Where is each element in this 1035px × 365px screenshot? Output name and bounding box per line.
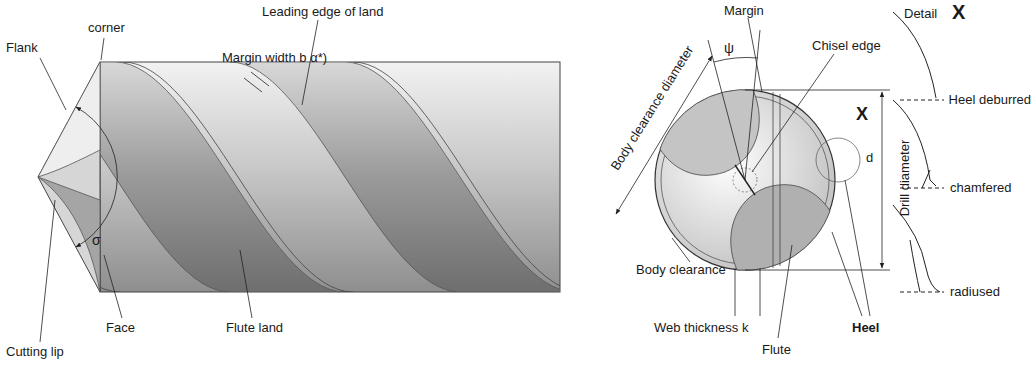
dimension-lines xyxy=(748,18,762,92)
heel-details xyxy=(893,12,936,98)
leader-lines xyxy=(40,58,66,110)
dimension-lines xyxy=(616,18,890,338)
heel-details xyxy=(893,12,944,292)
dimension-lines xyxy=(745,90,890,91)
dimension-lines xyxy=(745,270,890,271)
heel-details xyxy=(900,292,944,293)
drill-side-view xyxy=(38,62,100,292)
heel-details xyxy=(922,170,930,188)
leader-lines xyxy=(240,250,252,318)
part-label: Heel deburred xyxy=(949,92,1031,107)
helical-flutes xyxy=(100,62,560,292)
part-label: Detail xyxy=(904,6,937,21)
part-label: radiused xyxy=(950,284,1000,299)
part-label: X xyxy=(952,1,965,24)
part-label: Margin xyxy=(724,3,764,18)
drill-side-view xyxy=(0,62,583,292)
dimension-lines xyxy=(760,268,761,316)
helical-flutes xyxy=(100,62,120,292)
dimension-lines xyxy=(735,268,736,316)
drill-side-view xyxy=(251,72,269,86)
drill-end-view xyxy=(660,90,759,176)
drill-end-view xyxy=(655,90,860,271)
part-label: Body clearance xyxy=(636,262,726,277)
part-label: d xyxy=(866,150,873,165)
dimension-lines xyxy=(752,54,834,172)
part-label: Flank xyxy=(6,40,38,55)
part-label: Margin width b α*) xyxy=(222,50,327,65)
leader-lines xyxy=(40,200,55,342)
leader-lines xyxy=(101,38,104,60)
drill-side-view xyxy=(38,62,100,177)
dimension-lines xyxy=(832,232,862,316)
dimension-lines xyxy=(714,57,758,62)
helical-flutes xyxy=(230,62,560,292)
dimension-lines xyxy=(672,238,690,262)
part-label: σ xyxy=(92,232,101,248)
part-label: chamfered xyxy=(950,180,1011,195)
part-label: Flute land xyxy=(226,320,283,335)
part-label: X xyxy=(856,104,868,125)
dimension-lines xyxy=(882,92,883,268)
drill-end-view xyxy=(773,92,774,268)
dimension-lines xyxy=(745,30,760,180)
dimension-lines xyxy=(845,180,870,316)
helical-flutes xyxy=(353,62,560,292)
part-label: Web thickness k xyxy=(654,320,748,335)
heel-details xyxy=(900,100,944,101)
drill-end-view xyxy=(780,94,781,266)
drill-side-view xyxy=(76,107,117,247)
part-label: corner xyxy=(88,20,125,35)
heel-details xyxy=(910,240,920,292)
drill-end-view xyxy=(816,138,860,182)
part-label: Face xyxy=(106,320,135,335)
heel-details xyxy=(893,205,940,292)
part-label: Heel xyxy=(852,320,879,335)
helical-flutes xyxy=(123,62,353,292)
part-label: Flute xyxy=(762,342,791,357)
dimension-lines xyxy=(778,245,792,338)
part-label: Cutting lip xyxy=(6,344,64,359)
part-label: ψ xyxy=(724,40,734,56)
leader-lines xyxy=(40,20,318,342)
leader-lines xyxy=(104,255,122,318)
part-label: Drill diameter xyxy=(897,140,912,217)
dimension-lines xyxy=(708,40,745,180)
drill-side-view xyxy=(244,78,262,92)
part-label: Leading edge of land xyxy=(262,4,383,19)
part-label: Chisel edge xyxy=(812,38,881,53)
